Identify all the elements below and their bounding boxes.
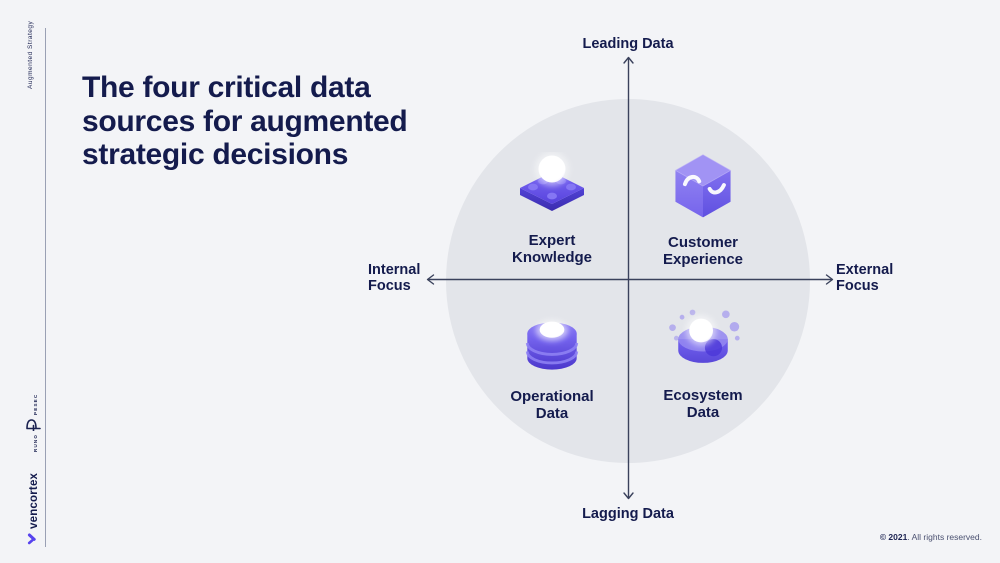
up-arrowhead-icon — [623, 56, 634, 64]
left-arrowhead-icon — [426, 274, 435, 285]
page-title: The four critical data sources for augme… — [82, 71, 408, 172]
rail-divider — [45, 28, 46, 547]
axis-label-internal-focus: Internal Focus — [368, 262, 421, 294]
down-arrowhead-icon — [623, 492, 634, 500]
author-logo-text-top: PESEC — [32, 393, 38, 415]
brand-logo: vencortex — [27, 473, 41, 545]
copyright-notice: © 2021. All rights reserved. — [880, 532, 982, 542]
operational-data-icon — [514, 306, 590, 385]
ecosystem-data-icon — [663, 303, 743, 384]
rail-tagline: Augmented Strategy — [27, 20, 34, 89]
copyright-year: © 2021 — [879, 532, 908, 542]
vencortex-mark-icon — [25, 533, 43, 545]
quadrant-customer-experience: Customer Experience — [628, 148, 778, 268]
expert-knowledge-icon — [512, 152, 592, 229]
author-logo-glyph-icon — [25, 418, 46, 432]
quadrant-operational-data: Operational Data — [477, 306, 627, 422]
quadrant-ecosystem-data: Ecosystem Data — [628, 303, 778, 421]
quadrant-label: Operational Data — [510, 388, 594, 422]
copyright-text: . All rights reserved. — [907, 532, 982, 542]
quadrant-label: Ecosystem Data — [663, 387, 743, 421]
quadrant-label: Customer Experience — [662, 234, 744, 268]
author-logo-text-bottom: RUNO — [32, 433, 38, 452]
axis-label-external-focus: External Focus — [836, 262, 894, 294]
brand-name: vencortex — [28, 472, 40, 529]
axis-label-leading-data: Leading Data — [582, 36, 674, 52]
right-arrowhead-icon — [825, 274, 834, 285]
axis-label-lagging-data: Lagging Data — [582, 506, 674, 522]
quadrant-label: Expert Knowledge — [511, 232, 592, 266]
author-logo: RUNO PESEC — [25, 393, 46, 452]
customer-experience-icon — [665, 148, 741, 231]
quadrant-expert-knowledge: Expert Knowledge — [477, 152, 627, 266]
